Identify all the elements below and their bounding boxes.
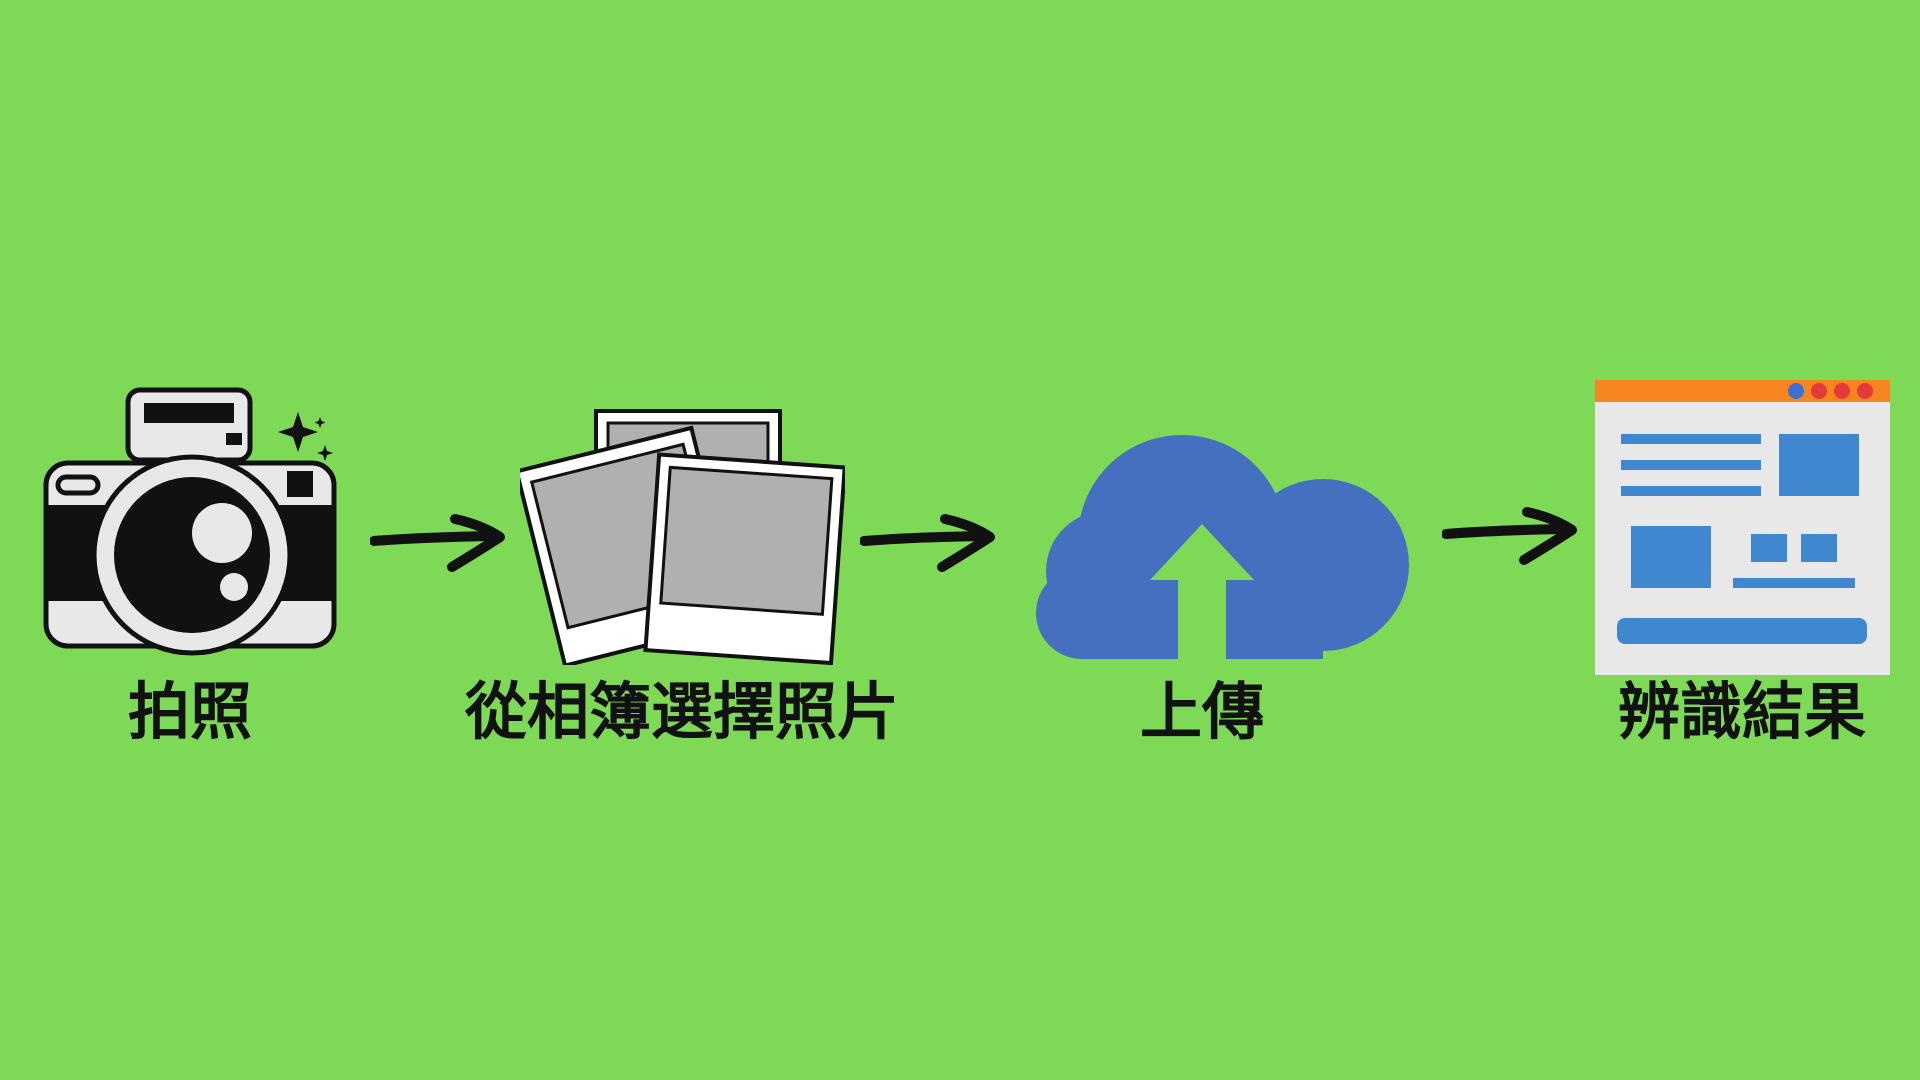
cloud-upload-icon <box>1036 435 1409 659</box>
step-label-choose-from-album: 從相簿選擇照片 <box>464 675 899 748</box>
arrow-right-icon <box>1442 507 1577 565</box>
step-label-recognition-result: 辨識結果 <box>1617 675 1866 748</box>
step-label-upload: 上傳 <box>1139 675 1264 748</box>
arrow-right-icon <box>860 514 995 572</box>
arrow-right-icon <box>370 514 505 572</box>
browser-result-icon <box>1595 380 1890 675</box>
step-label-take-photo: 拍照 <box>127 675 252 748</box>
camera-icon <box>43 387 337 656</box>
photos-icon <box>520 409 845 665</box>
